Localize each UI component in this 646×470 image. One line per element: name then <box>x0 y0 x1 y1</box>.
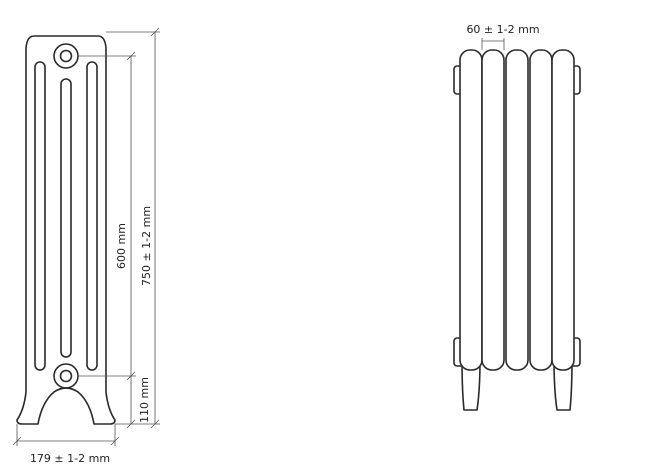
right-leg <box>553 359 573 411</box>
tube-slot-center <box>60 78 72 358</box>
axis-distance-label: 600 mm <box>115 223 128 269</box>
section-2 <box>481 49 505 371</box>
side-view-dimension-lines <box>12 27 160 446</box>
foot-height-label: 110 mm <box>138 377 151 423</box>
tube-slot-right <box>86 61 98 371</box>
section-1 <box>459 49 483 371</box>
radiator-front-view <box>453 49 581 411</box>
width-label: 179 ± 1-2 mm <box>30 452 110 465</box>
section-4 <box>529 49 553 371</box>
radiator-side-view <box>16 35 116 425</box>
section-3 <box>505 49 529 371</box>
section-5 <box>551 49 575 371</box>
section-width-label: 60 ± 1-2 mm <box>466 23 539 36</box>
tube-slot-left <box>34 61 46 371</box>
left-leg <box>461 359 481 411</box>
radiator-side-outline <box>16 35 116 425</box>
bottom-connection-inner <box>59 369 73 383</box>
section-dimension-lines <box>481 38 505 50</box>
top-connection-inner <box>59 49 73 63</box>
total-height-label: 750 ± 1-2 mm <box>140 206 153 286</box>
top-connection-outer <box>53 43 79 69</box>
bottom-connection-outer <box>53 363 79 389</box>
